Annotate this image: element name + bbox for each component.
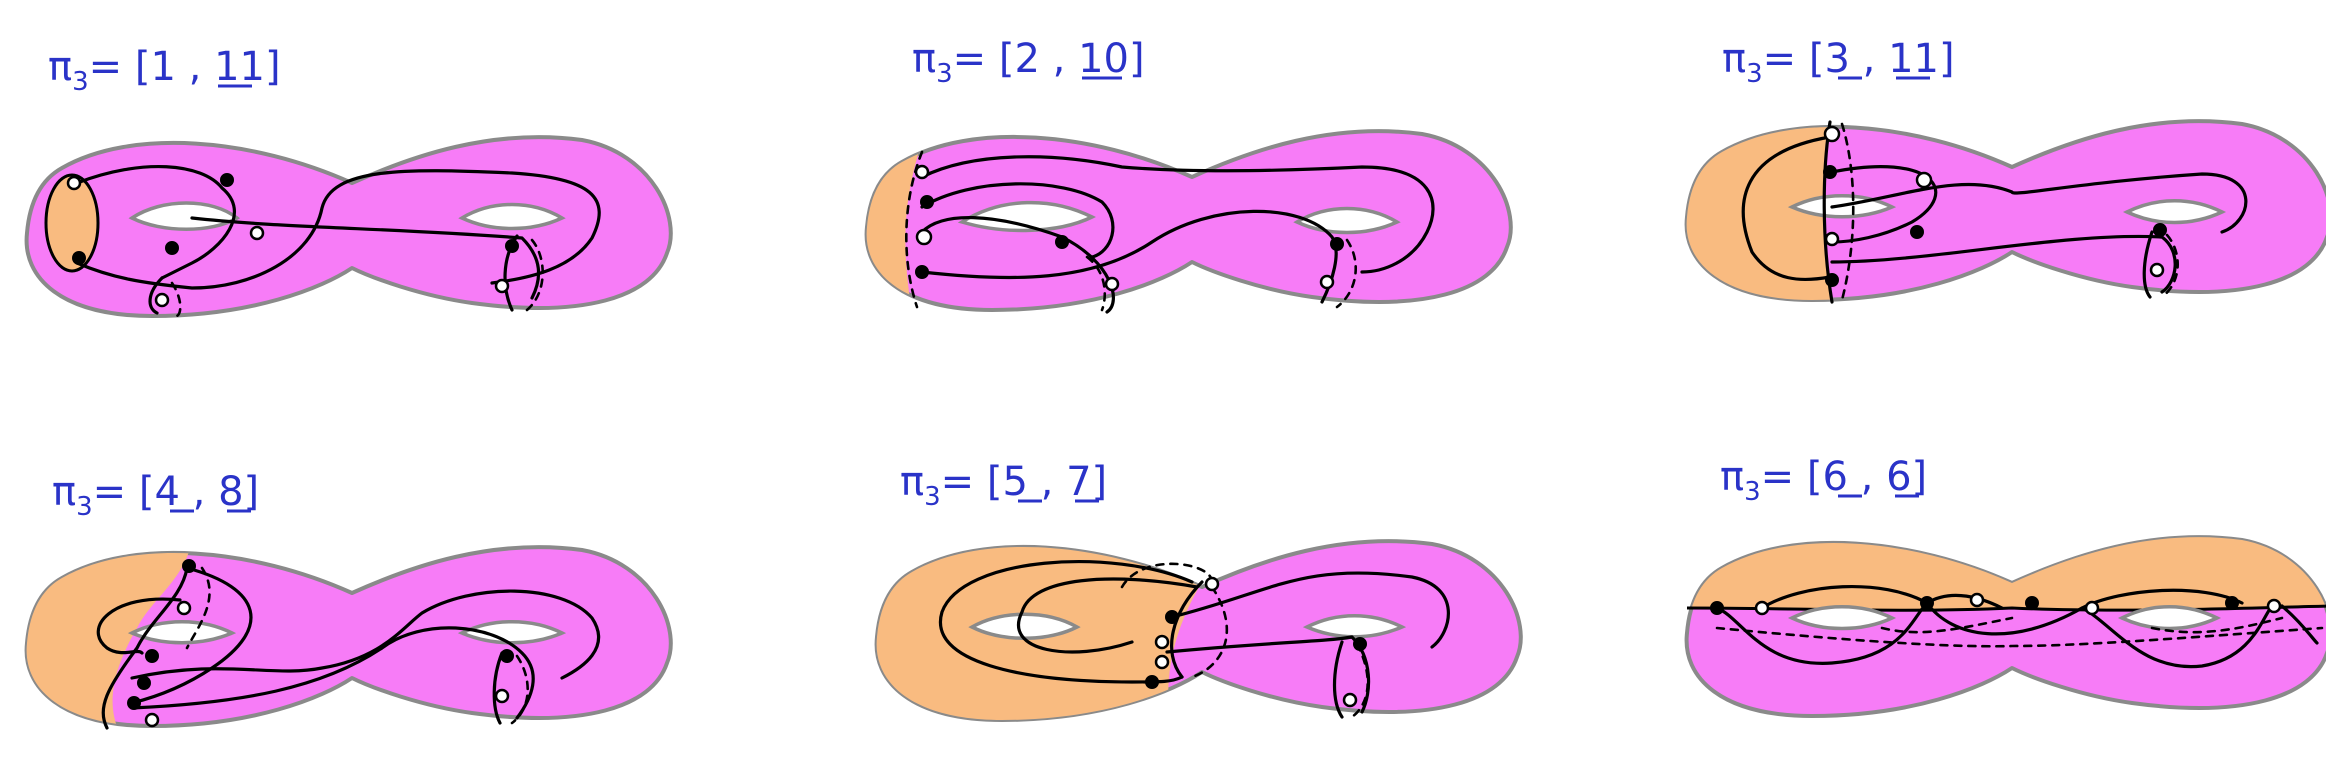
panel-5-label: π3= [5 , 7] (900, 459, 1107, 512)
hole-left (128, 201, 241, 231)
panel-1: π3= [1 , 11] (24, 44, 673, 318)
surface-2 (864, 129, 1513, 314)
label-a: 2 (1014, 36, 1039, 82)
svg-text:π3= [1 , 11]: π3= [1 , 11] (48, 44, 281, 97)
label-eq: = [ (1761, 454, 1823, 500)
pi-subscript: 3 (1744, 477, 1761, 507)
label-b: 10 (1078, 36, 1129, 82)
pi-subscript: 3 (1746, 59, 1763, 89)
panel-4: π3= [4 , 8] (24, 469, 673, 730)
label-close: ] (244, 469, 260, 515)
svg-text:π3= [4 , 8]: π3= [4 , 8] (52, 469, 259, 522)
svg-text:π3= [6 , 6]: π3= [6 , 6] (1720, 454, 1927, 507)
hole-right (2122, 199, 2227, 225)
panel-3-label: π3= [3 , 11] (1722, 36, 1955, 89)
label-eq: = [ (941, 459, 1003, 505)
panel-6: π3= [6 , 6] (1684, 454, 2326, 718)
label-a: 6 (1822, 454, 1847, 500)
hole-left (968, 612, 1081, 640)
hole-right (1302, 614, 1407, 639)
label-eq: = [ (93, 469, 155, 515)
hole-left (957, 200, 1096, 233)
label-a: 3 (1824, 36, 1849, 82)
pi-subscript: 3 (76, 492, 93, 522)
label-close: ] (1092, 459, 1108, 505)
panel-2-label: π3= [2 , 10] (912, 36, 1145, 89)
label-b: 6 (1886, 454, 1911, 500)
label-close: ] (1912, 454, 1928, 500)
label-close: ] (1939, 36, 1955, 82)
hole-right (457, 620, 567, 645)
orange-end (26, 547, 192, 726)
svg-text:π3= [2 , 10]: π3= [2 , 10] (912, 36, 1145, 89)
pi-subscript: 3 (936, 59, 953, 89)
pi-subscript: 3 (72, 67, 89, 97)
pi-symbol: π (52, 469, 76, 515)
label-b: 11 (1888, 36, 1939, 82)
hole-right (458, 202, 566, 231)
pi-symbol: π (912, 36, 936, 82)
label-eq: = [ (953, 36, 1015, 82)
pi-symbol: π (1720, 454, 1744, 500)
pi-symbol: π (48, 44, 72, 90)
label-a: 5 (1002, 459, 1027, 505)
pi-subscript: 3 (924, 482, 941, 512)
label-b: 7 (1066, 459, 1091, 505)
surface-6 (1684, 535, 2326, 718)
panel-5: π3= [5 , 7] (874, 459, 1523, 722)
label-close: ] (265, 44, 281, 90)
label-b: 8 (218, 469, 243, 515)
surface-5 (874, 539, 1523, 722)
orange-end (1686, 121, 1832, 300)
surface-4 (24, 545, 673, 730)
panel-6-label: π3= [6 , 6] (1720, 454, 1927, 507)
label-close: ] (1129, 36, 1145, 82)
svg-text:π3= [5 , 7]: π3= [5 , 7] (900, 459, 1107, 512)
pi-symbol: π (1722, 36, 1746, 82)
label-eq: = [ (1763, 36, 1825, 82)
hole-left (1787, 605, 1897, 631)
label-b: 11 (214, 44, 265, 90)
panel-4-label: π3= [4 , 8] (52, 469, 259, 522)
label-eq: = [ (89, 44, 151, 90)
hole-left (127, 620, 237, 645)
hole-right (2117, 605, 2222, 631)
panel-2: π3= [2 , 10] (864, 36, 1513, 314)
label-a: 1 (150, 44, 175, 90)
orange-disk (44, 173, 100, 273)
pi-symbol: π (900, 459, 924, 505)
panel-1-label: π3= [1 , 11] (48, 44, 281, 97)
label-a: 4 (154, 469, 179, 515)
surface-1 (24, 135, 673, 318)
panel-3: π3= [3 , 11] (1684, 36, 2326, 304)
svg-text:π3= [3 , 11]: π3= [3 , 11] (1722, 36, 1955, 89)
surface-3 (1684, 119, 2326, 304)
